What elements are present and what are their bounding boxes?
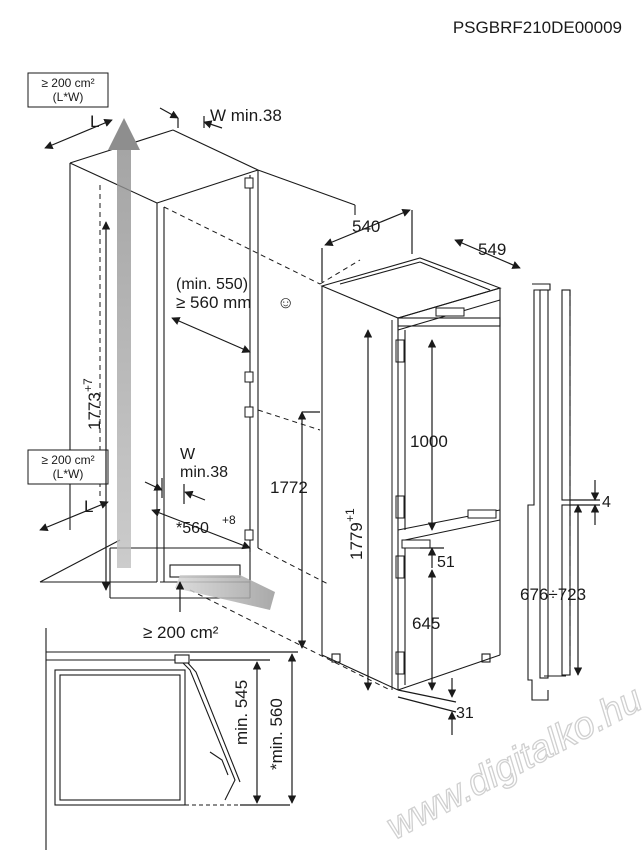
appliance-body [320, 257, 502, 691]
label-w-min-top: W min.38 [210, 106, 282, 125]
dimension-w-top [159, 107, 223, 129]
dimension-L-top [44, 119, 113, 149]
watermark: www.digitalko.hu [379, 677, 642, 848]
dimension-L-bottom [39, 500, 109, 532]
side-section [45, 628, 241, 850]
label-gap-51: 51 [437, 554, 455, 571]
label-door-clearance-min: (min. 550) [176, 276, 248, 293]
label-side-min-545: min. 545 [232, 680, 251, 745]
svg-text:min. 545: min. 545 [232, 680, 251, 745]
dimension-gap-51 [420, 547, 444, 568]
svg-text:+1: +1 [343, 508, 357, 522]
dimension-side-min-560 [190, 651, 298, 804]
hinges [244, 177, 254, 541]
label-appliance-height-total: 1779 +1 [343, 508, 366, 560]
dimension-w-bottom [144, 478, 206, 504]
dimension-appliance-depth [454, 239, 521, 269]
ventilation-bottom-box: ≥ 200 cm² (L*W) [27, 449, 109, 485]
ventilation-top-line2: (L*W) [53, 90, 84, 104]
ventilation-bottom-line2: (L*W) [53, 467, 84, 481]
label-door-gap-4: 4 [602, 494, 611, 511]
label-side-min-560: *min. 560 [267, 698, 286, 770]
label-appliance-height: 1772 [270, 478, 308, 497]
label-door-range: 676÷723 [520, 585, 586, 604]
svg-text:1773: 1773 [85, 392, 104, 430]
label-niche-depth-tol: +8 [222, 513, 236, 527]
label-w-bottom: W [180, 446, 196, 463]
label-min38-bottom: min.38 [180, 464, 228, 481]
label-appliance-depth: 549 [478, 240, 506, 259]
dimension-bottom-31 [397, 678, 457, 735]
label-door-clearance: ≥ 560 mm [176, 293, 251, 312]
dimension-door-clearance [171, 317, 251, 353]
label-niche-depth: *560 [176, 520, 209, 537]
dimension-side-min-545 [190, 659, 290, 806]
airflow-arrow-vertical [108, 118, 140, 568]
svg-text:+7: +7 [81, 378, 95, 392]
smiley-icon: ☺ [277, 293, 294, 312]
ventilation-top-box: ≥ 200 cm² (L*W) [27, 72, 109, 108]
label-appliance-width: 540 [352, 217, 380, 236]
appliance-side-panel [391, 320, 405, 690]
door-profile [527, 283, 571, 701]
svg-text:www.digitalko.hu: www.digitalko.hu [380, 678, 642, 848]
label-bottom-31: 31 [456, 705, 474, 722]
svg-text:*min. 560: *min. 560 [267, 698, 286, 770]
dimension-appliance-width [321, 208, 413, 282]
label-niche-height: 1773 +7 [81, 378, 104, 430]
label-freezer-section: 645 [412, 614, 440, 633]
door-rails [401, 307, 497, 549]
svg-text:1779: 1779 [347, 522, 366, 560]
airflow-arrow-floor [175, 575, 275, 610]
ventilation-bottom-line1: ≥ 200 cm² [41, 453, 94, 467]
document-code: PSGBRF210DE00009 [453, 18, 622, 37]
dimension-door-gap-4 [570, 480, 600, 525]
label-L-top: L [90, 112, 99, 131]
ventilation-top-line1: ≥ 200 cm² [41, 76, 94, 90]
label-L-bottom: L [84, 497, 93, 516]
label-fridge-section: 1000 [410, 432, 448, 451]
niche-dashed-guides [99, 185, 391, 691]
dimension-appliance-height [297, 411, 320, 649]
label-ventilation-floor: ≥ 200 cm² [143, 623, 219, 642]
dimension-niche-depth [151, 508, 251, 550]
